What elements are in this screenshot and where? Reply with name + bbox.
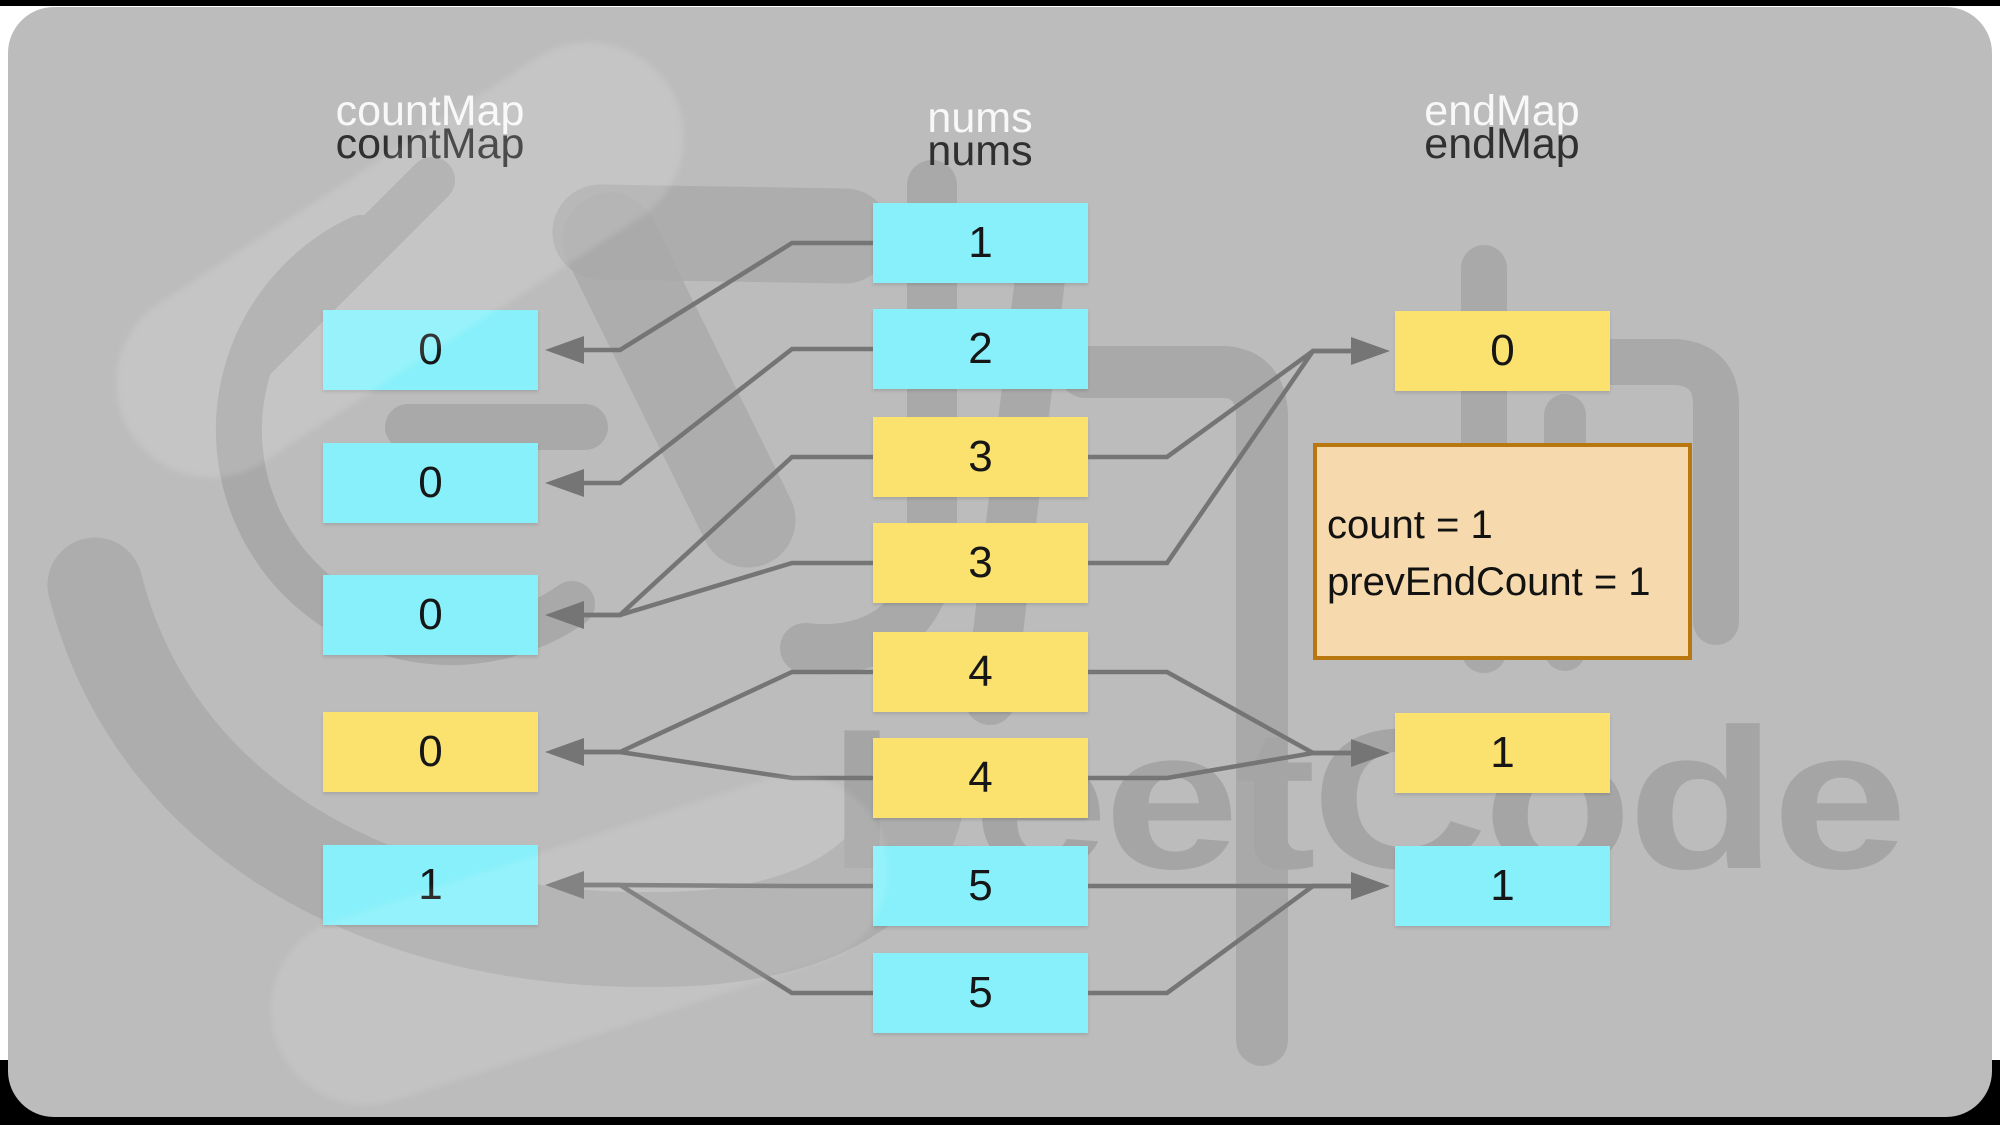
watermark-stroke bbox=[562, 192, 796, 568]
arrowhead-countmap-4 bbox=[545, 871, 584, 899]
arrow-nums-7-to-endmap-2 bbox=[1088, 883, 1351, 996]
column-header-nums-label: nums bbox=[927, 127, 1033, 175]
annotation-line-prevendcount: prevEndCount = 1 bbox=[1327, 559, 1651, 604]
column-header-countmap-shadow: countMap bbox=[335, 87, 525, 135]
arrowhead-countmap-3 bbox=[545, 738, 584, 766]
endMap-box-2: 1 bbox=[1395, 846, 1610, 926]
nums-box-3: 3 bbox=[873, 523, 1088, 603]
arrow-nums-2-to-endmap-0 bbox=[1088, 348, 1351, 460]
nums-box-2: 3 bbox=[873, 417, 1088, 497]
nums-box-5: 4 bbox=[873, 738, 1088, 818]
arrow-nums-0-to-countmap-0 bbox=[584, 240, 873, 353]
arrowhead-endmap-0 bbox=[1351, 337, 1390, 365]
nums-box-4: 4 bbox=[873, 632, 1088, 712]
watermark-stroke bbox=[1578, 339, 1739, 645]
column-header-endmap-shadow: endMap bbox=[1424, 87, 1580, 135]
arrowhead-countmap-1 bbox=[545, 469, 584, 497]
column-header-endmap-label: endMap bbox=[1424, 120, 1580, 168]
arrow-nums-2-to-countmap-2 bbox=[584, 454, 873, 618]
watermark-stroke bbox=[1059, 346, 1288, 1066]
arrows-layer bbox=[545, 240, 1390, 996]
arrow-nums-5-to-endmap-1 bbox=[1088, 750, 1351, 781]
arrowhead-endmap-2 bbox=[1351, 872, 1390, 900]
countMap-box-4: 1 bbox=[323, 845, 538, 925]
arrow-nums-4-to-countmap-3 bbox=[584, 669, 873, 755]
endMap-box-1: 1 bbox=[1395, 713, 1610, 793]
arrow-nums-6-to-countmap-4 bbox=[584, 882, 873, 889]
column-header-nums-shadow: nums bbox=[927, 94, 1033, 142]
watermark-stroke bbox=[47, 537, 966, 988]
nums-box-7: 5 bbox=[873, 953, 1088, 1033]
arrowhead-countmap-0 bbox=[545, 336, 584, 364]
letterbox-top bbox=[0, 0, 2000, 6]
countMap-box-1: 0 bbox=[323, 443, 538, 523]
arrow-nums-3-to-countmap-2 bbox=[584, 560, 873, 618]
nums-box-6: 5 bbox=[873, 846, 1088, 926]
arrowhead-countmap-2 bbox=[545, 601, 584, 629]
column-header-countmap-label: countMap bbox=[335, 120, 525, 168]
diagram-stage: LeetCode countMap countMap nums nums end… bbox=[8, 7, 1992, 1117]
nums-box-0: 1 bbox=[873, 203, 1088, 283]
endMap-box-0: 0 bbox=[1395, 311, 1610, 391]
slide-canvas: LeetCode countMap countMap nums nums end… bbox=[8, 7, 1992, 1117]
countMap-box-2: 0 bbox=[323, 575, 538, 655]
arrow-nums-5-to-countmap-3 bbox=[584, 749, 873, 781]
arrowhead-endmap-1 bbox=[1351, 739, 1390, 767]
annotation-box: count = 1 prevEndCount = 1 bbox=[1313, 443, 1692, 660]
arrow-nums-3-to-endmap-0 bbox=[1088, 348, 1351, 566]
countMap-box-0: 0 bbox=[323, 310, 538, 390]
countMap-box-3: 0 bbox=[323, 712, 538, 792]
annotation-line-count: count = 1 bbox=[1327, 502, 1493, 547]
nums-box-1: 2 bbox=[873, 309, 1088, 389]
arrow-nums-4-to-endmap-1 bbox=[1088, 669, 1351, 756]
arrow-nums-7-to-countmap-4 bbox=[584, 882, 873, 996]
arrow-nums-1-to-countmap-1 bbox=[584, 346, 873, 486]
